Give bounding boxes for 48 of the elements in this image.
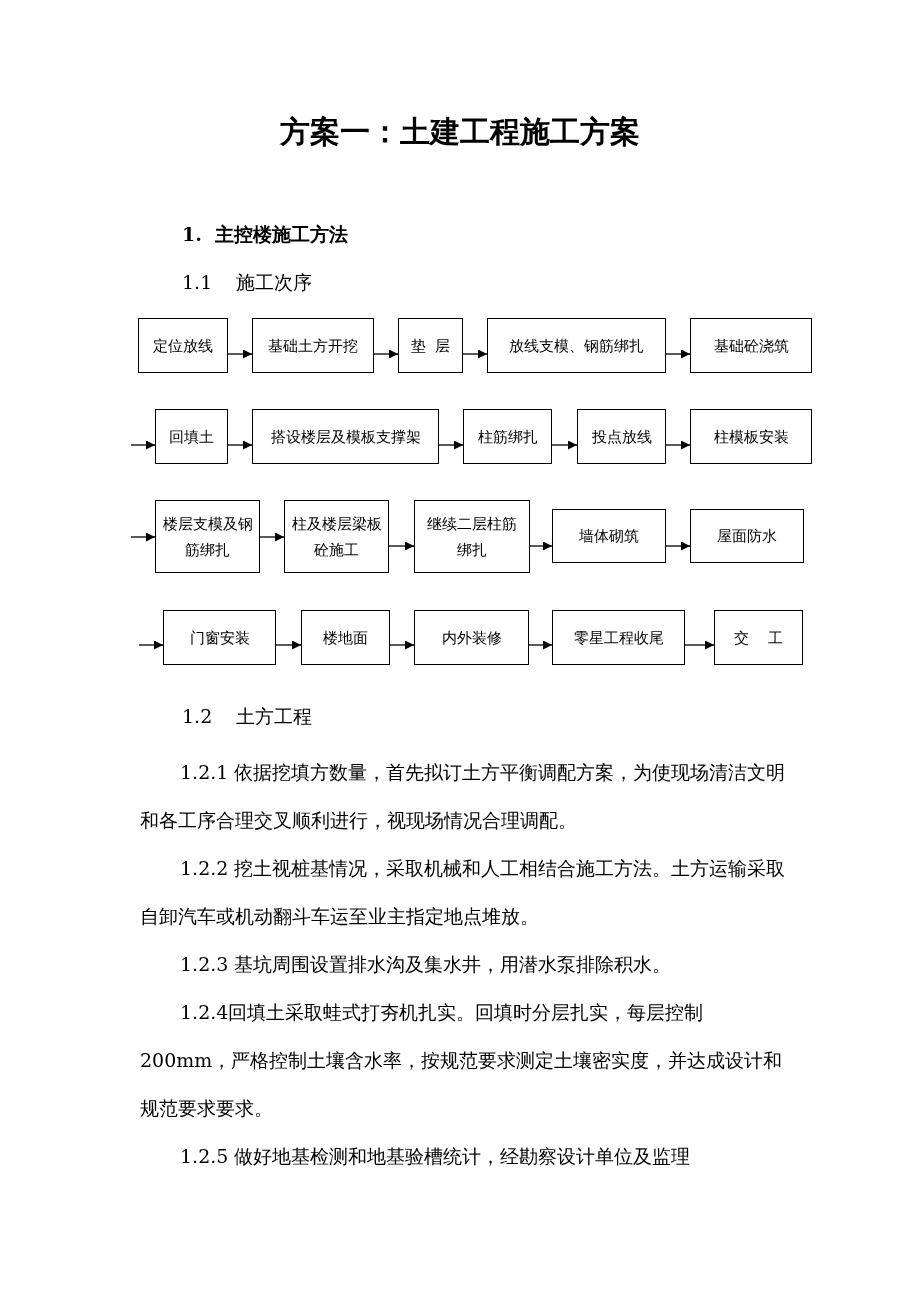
process-box: 基础土方开挖	[252, 318, 374, 373]
arrow	[130, 440, 156, 450]
section-heading: 1.1 施工次序	[182, 270, 313, 295]
arrow	[551, 440, 578, 450]
process-box: 放线支模、钢筋绑扎	[487, 318, 666, 373]
arrow	[138, 640, 164, 650]
arrow	[684, 640, 715, 650]
arrow	[259, 532, 285, 542]
process-box: 柱模板安装	[690, 409, 812, 464]
process-box: 搭设楼层及模板支撑架	[252, 409, 439, 464]
process-box: 基础砼浇筑	[690, 318, 812, 373]
arrow	[130, 532, 156, 542]
arrow	[388, 541, 415, 551]
arrow	[462, 349, 488, 359]
section-heading: 1.2 土方工程	[182, 704, 313, 729]
section-heading: 1. 主控楼施工方法	[182, 222, 349, 247]
arrow	[529, 541, 553, 551]
process-box: 交 工	[714, 610, 803, 665]
process-box: 零星工程收尾	[552, 610, 685, 665]
process-box: 屋面防水	[690, 509, 804, 563]
arrow	[528, 640, 553, 650]
process-box: 垫 层	[398, 318, 463, 373]
page-title: 方案一：土建工程施工方案	[279, 113, 641, 151]
arrow	[389, 640, 415, 650]
arrow	[227, 349, 253, 359]
paragraph: 1.2.1 依据挖填方数量，首先拟订土方平衡调配方案，为使现场清洁文明和各工序合理交叉顺利进行，视现场情况合理调配。	[140, 760, 787, 833]
process-box: 内外装修	[414, 610, 529, 665]
arrow	[227, 440, 253, 450]
process-box: 继续二层柱筋绑扎	[414, 500, 530, 573]
arrow	[438, 440, 464, 450]
process-box: 投点放线	[577, 409, 666, 464]
process-box: 定位放线	[138, 318, 228, 373]
arrow	[373, 349, 399, 359]
arrow	[665, 440, 691, 450]
arrow	[665, 349, 691, 359]
paragraph: 1.2.4回填土采取蛙式打夯机扎实。回填时分层扎实，每层控制200mm，严格控制土壤含水率，按规范要求测定土壤密实度，并达成设计和规范要求要求。	[140, 1000, 784, 1121]
process-box: 回填土	[155, 409, 228, 464]
paragraph: 1.2.5 做好地基检测和地基验槽统计，经勘察设计单位及监理	[179, 1144, 692, 1169]
process-box: 楼层支模及钢筋绑扎	[155, 500, 260, 573]
process-box: 柱筋绑扎	[463, 409, 552, 464]
process-box: 墙体砌筑	[552, 509, 666, 563]
arrow	[275, 640, 302, 650]
process-box: 柱及楼层梁板砼施工	[284, 500, 389, 573]
paragraph: 1.2.3 基坑周围设置排水沟及集水井，用潜水泵排除积水。	[179, 952, 673, 977]
process-box: 楼地面	[301, 610, 390, 665]
process-box: 门窗安装	[163, 610, 276, 665]
paragraph: 1.2.2 挖土视桩基情况，采取机械和人工相结合施工方法。土方运输采取自卸汽车或机动翻斗车运至业主指定地点堆放。	[140, 856, 787, 929]
arrow	[665, 541, 691, 551]
